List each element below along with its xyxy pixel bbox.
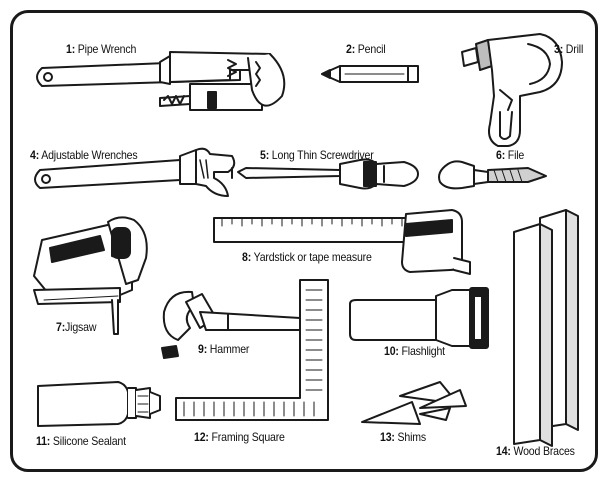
jigsaw-icon [33,216,148,335]
label-file: 6: File [496,148,525,162]
flashlight-icon [349,287,489,349]
wood-braces-icon [513,209,579,447]
label-flashlight: 10: Flashlight [384,344,445,358]
label-adjustable-wrench: 4: Adjustable Wrenches [30,148,138,162]
label-framing-square: 12: Framing Square [194,430,285,444]
label-screwdriver: 5: Long Thin Screwdriver [260,148,374,162]
pencil-icon [321,65,419,83]
label-drill: 3: Drill [554,42,584,56]
hammer-icon [161,290,306,359]
label-jigsaw: 7:Jigsaw [56,320,97,334]
label-pencil: 2: Pencil [346,42,386,56]
pipe-wrench-icon [36,51,286,111]
framing-square-icon [175,279,329,421]
file-icon [438,160,547,190]
screwdriver-icon [231,158,419,190]
sealant-tube-icon [37,381,161,427]
shims-icon [361,381,467,425]
adjustable-wrench-icon [34,147,236,197]
tape-measure-icon [213,209,471,275]
label-pipe-wrench: 1: Pipe Wrench [66,42,137,56]
label-tape-measure: 8: Yardstick or tape measure [242,250,372,264]
label-wood-braces: 14: Wood Braces [496,444,575,458]
label-silicone-sealant: 11: Silicone Sealant [36,434,126,448]
label-shims: 13: Shims [380,430,426,444]
label-hammer: 9: Hammer [198,342,250,356]
drill-icon [461,33,563,147]
